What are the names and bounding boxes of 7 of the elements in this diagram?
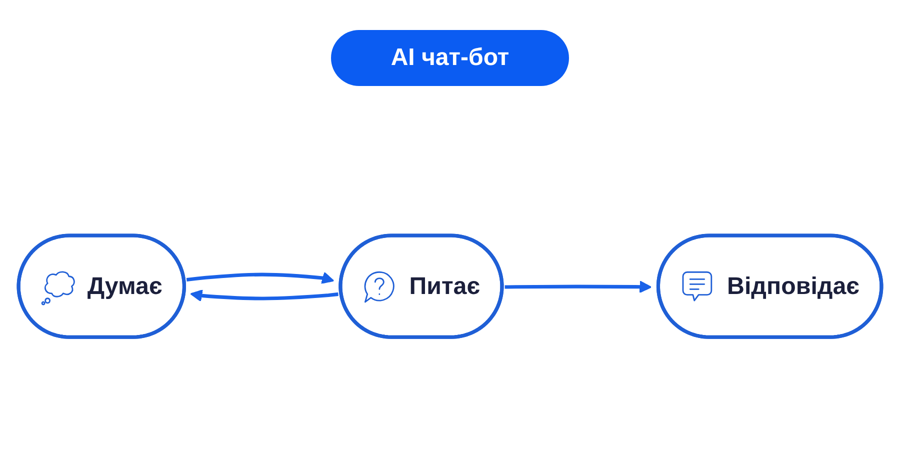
process-node: Питає (338, 233, 504, 339)
arrow (190, 289, 338, 302)
process-node: Думає (16, 233, 186, 339)
arrow (504, 280, 652, 293)
title-banner: AI чат-бот (330, 30, 570, 86)
process-node: Відповідає (656, 233, 884, 339)
arrow (186, 271, 334, 284)
